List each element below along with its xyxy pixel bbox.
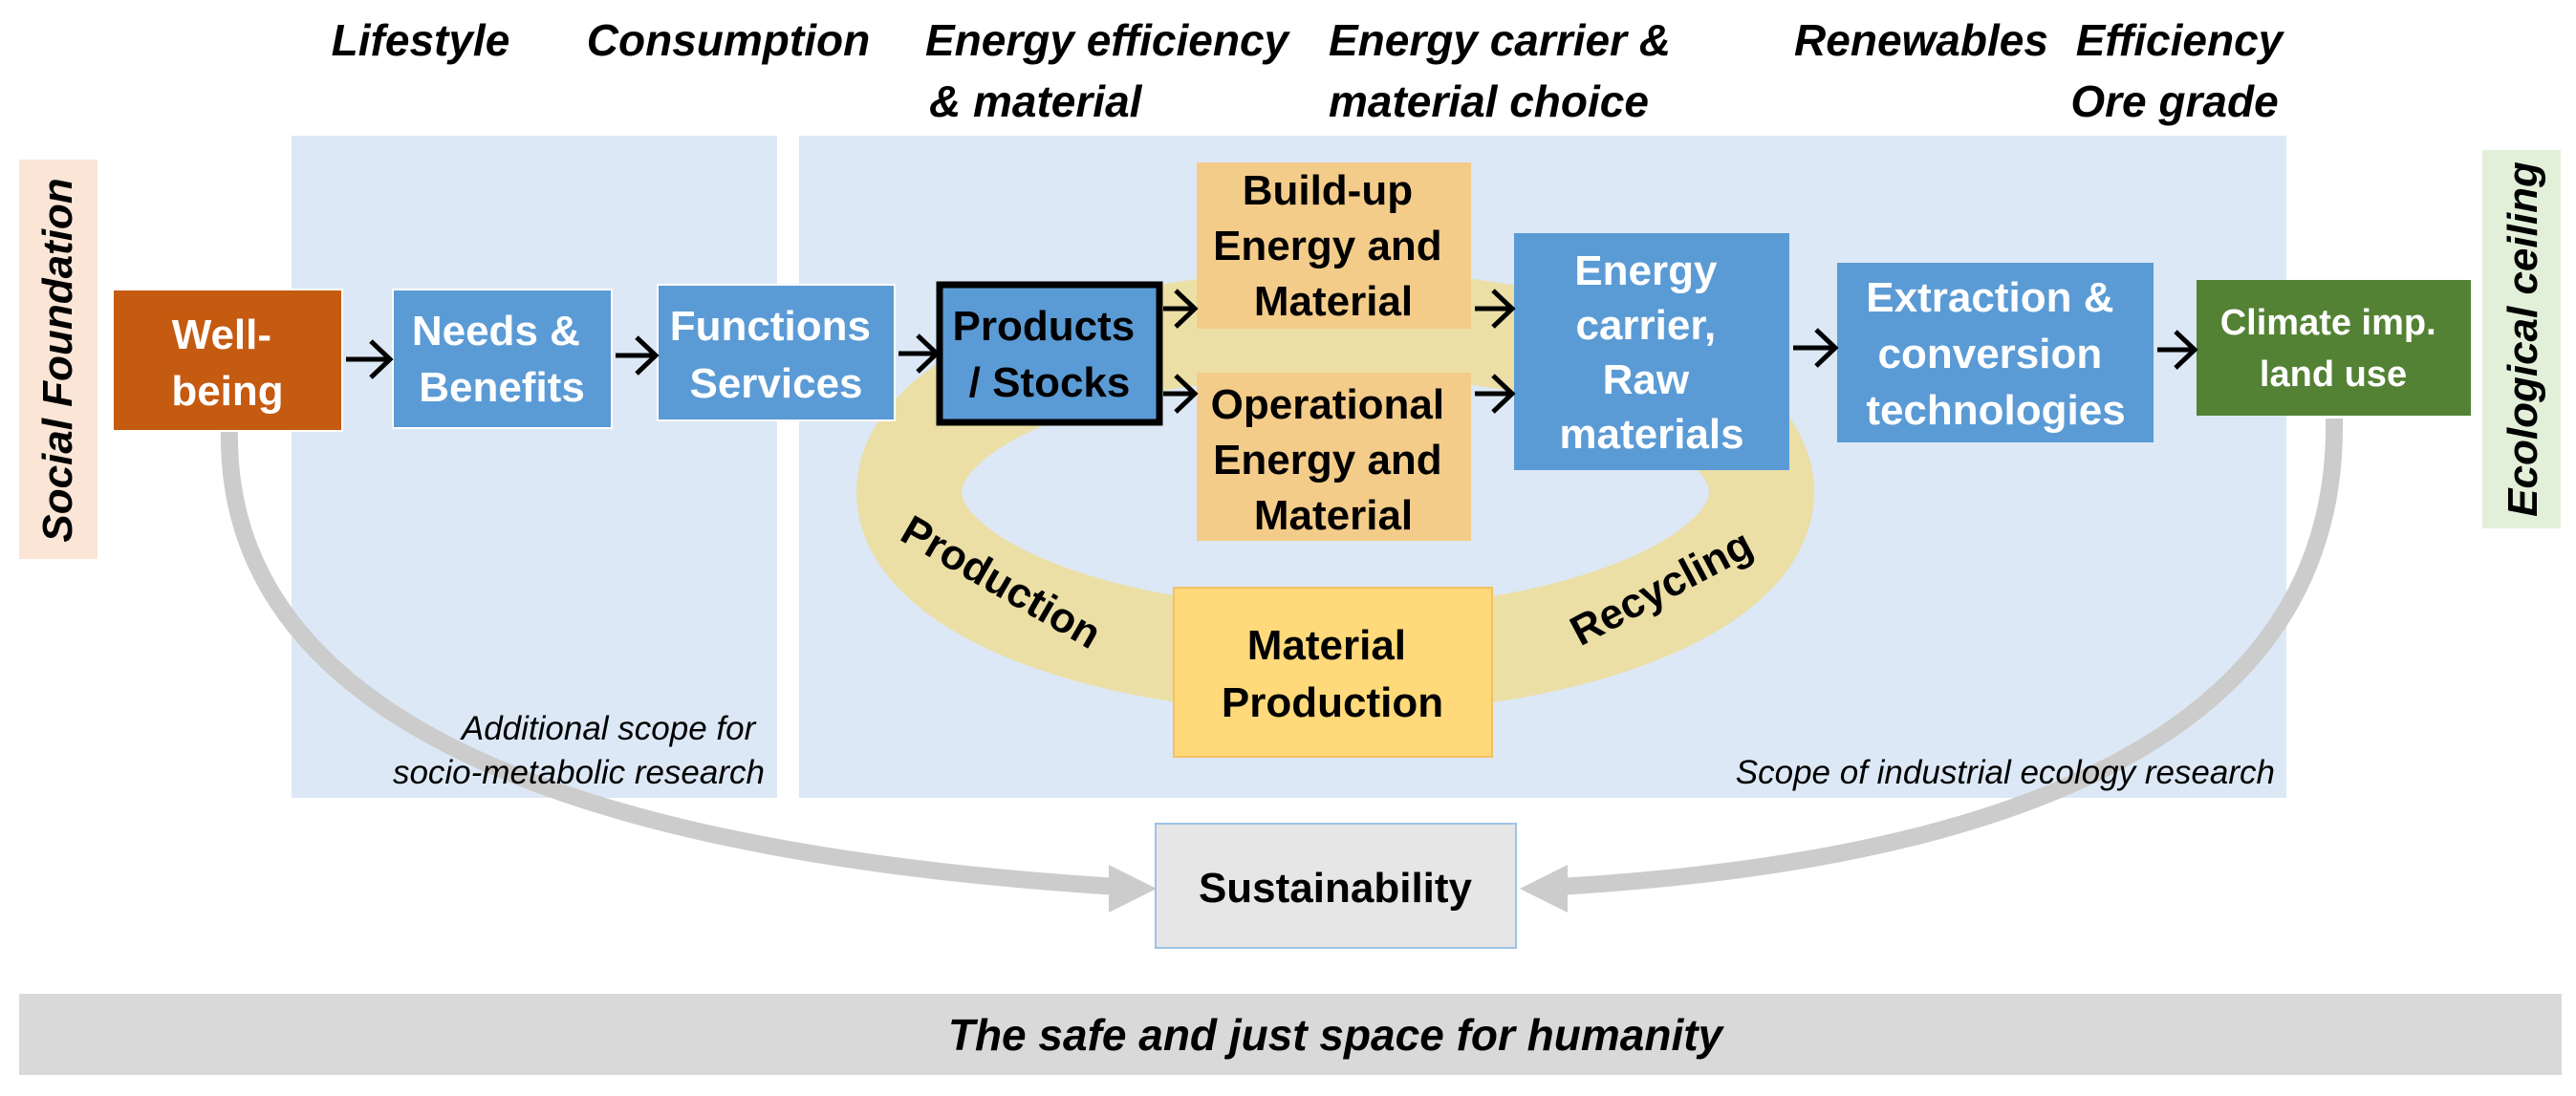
material-production-box [1173, 587, 1493, 758]
arrow-buildup-carrier [1475, 289, 1516, 329]
climate-arc-arrowhead [1520, 865, 1568, 913]
wellbeing-label: Well- being [171, 312, 283, 415]
ecological-ceiling-band [2482, 150, 2561, 528]
header-efficiency-line2: Ore grade [2070, 76, 2278, 126]
arrow-functions-products [898, 333, 941, 374]
header-consumption: Consumption [587, 15, 870, 65]
needs-benefits-box [392, 289, 613, 429]
functions-services-box [657, 284, 896, 421]
header-energy-carrier-line1: Energy carrier & [1329, 15, 1671, 65]
header-efficiency-line1: Efficiency [2076, 15, 2285, 65]
functions-services-label: Functions Services [670, 303, 882, 407]
climate-land-use-label: Climate imp. land use [2220, 303, 2447, 395]
flow-arrows [346, 289, 2198, 414]
operational-energy-material-label: Operational Energy and Material [1211, 381, 1457, 539]
safe-just-space-label: The safe and just space for humanity [948, 1010, 1725, 1060]
energy-carrier-raw-materials-box [1514, 233, 1789, 470]
wellbeing-arc-arrowhead [1109, 865, 1157, 913]
arrow-wellbeing-needs [346, 339, 394, 379]
social-foundation-band [19, 160, 97, 559]
material-production-label: Material Production [1222, 622, 1443, 726]
socio-metabolic-scope-panel [292, 136, 777, 798]
arrow-products-operational [1163, 374, 1199, 414]
header-energy-efficiency-line1: Energy efficiency [925, 15, 1291, 65]
header-energy-carrier-line2: material choice [1329, 76, 1649, 126]
buildup-energy-material-box [1197, 162, 1471, 329]
operational-energy-material-box [1197, 373, 1471, 541]
industrial-ecology-scope-note: Scope of industrial ecology research [1736, 754, 2275, 791]
climate-to-sustainability-arc [1557, 418, 2344, 895]
socio-metabolic-scope-note: Additional scope for socio-metabolic res… [393, 710, 765, 791]
arrow-products-buildup [1163, 289, 1199, 329]
products-stocks-label: Products / Stocks [953, 303, 1147, 406]
sustainability-box [1155, 823, 1517, 949]
safe-just-space-bar [19, 994, 2562, 1075]
ecological-ceiling-label: Ecological ceiling [2500, 161, 2546, 517]
needs-benefits-label: Needs & Benefits [412, 308, 592, 411]
arrow-needs-functions [616, 335, 660, 376]
header-renewables: Renewables [1794, 15, 2048, 65]
header-lifestyle: Lifestyle [332, 15, 510, 65]
social-foundation-label: Social Foundation [34, 178, 81, 542]
extraction-conversion-label: Extraction & conversion technologies [1866, 274, 2125, 434]
sustainability-label: Sustainability [1199, 865, 1473, 912]
arrow-operational-carrier [1475, 374, 1516, 414]
extraction-conversion-box [1837, 263, 2154, 442]
arrow-carrier-extraction [1793, 328, 1839, 368]
header-energy-efficiency-line2: & material [929, 76, 1143, 126]
wellbeing-box [112, 289, 343, 432]
arrow-extraction-climate [2157, 330, 2198, 370]
energy-carrier-raw-materials-label: Energy carrier, Raw materials [1559, 247, 1743, 458]
climate-land-use-box [2197, 280, 2471, 416]
buildup-energy-material-label: Build-up Energy and Material [1213, 167, 1454, 325]
wellbeing-to-sustainability-arc [220, 427, 1119, 895]
